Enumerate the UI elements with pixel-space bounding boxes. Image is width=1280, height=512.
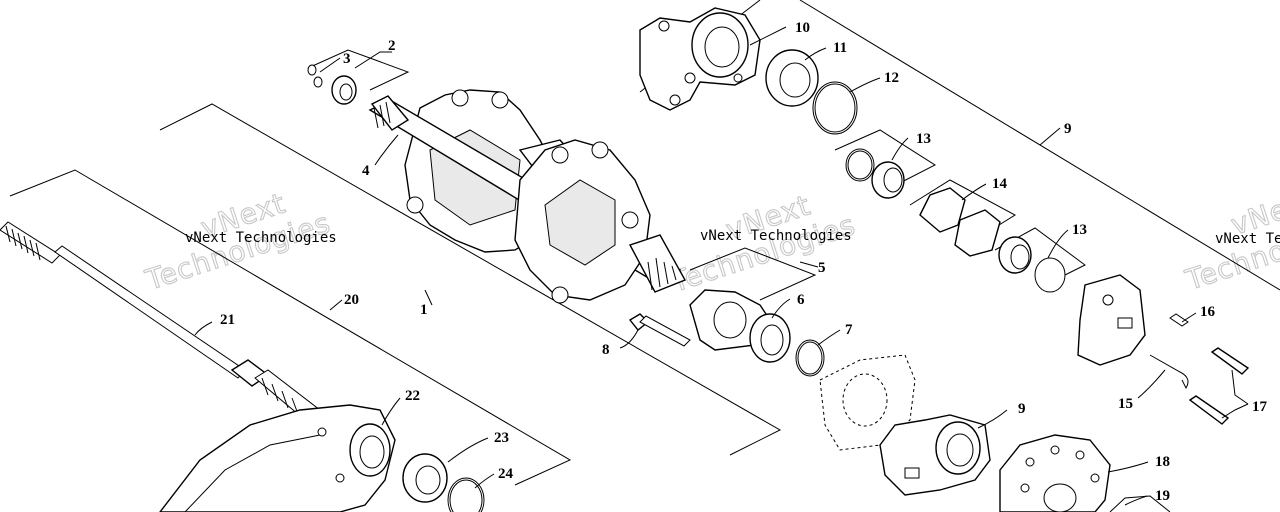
leader-lines (194, 26, 1249, 506)
watermark-center: vNext Technologies vNext Technologies (665, 188, 860, 300)
watermark-right: vNext Technologies vNext Technologies (1180, 183, 1280, 298)
callout-8: 8 (602, 342, 610, 358)
svg-text:vNext Technologies: vNext Technologies (700, 228, 852, 244)
brake-caliper-right (1077, 274, 1146, 366)
snap-ring-12 (812, 81, 858, 135)
callout-18: 18 (1155, 454, 1170, 470)
callout-22: 22 (405, 388, 420, 404)
callout-13-right: 13 (1072, 222, 1087, 238)
callout-9-bottom: 9 (1018, 401, 1026, 417)
long-drive-shaft (0, 221, 321, 421)
callout-10: 10 (795, 20, 810, 36)
callout-11: 11 (833, 40, 847, 56)
callout-numbers: 1 2 3 4 5 6 7 8 9 9 10 11 12 13 13 14 15… (220, 20, 1268, 504)
callout-7: 7 (845, 322, 853, 338)
callout-4: 4 (362, 163, 370, 179)
seal-6 (749, 313, 791, 363)
callout-3: 3 (343, 51, 351, 67)
chaincase-22 (159, 404, 396, 512)
svg-text:vNext Technologies: vNext Technologies (185, 230, 337, 246)
watermark-left: vNext Technologies vNext Technologies (140, 186, 337, 298)
callout-2: 2 (388, 38, 396, 54)
callout-5: 5 (818, 260, 826, 276)
callout-16: 16 (1200, 304, 1216, 320)
callout-6: 6 (797, 292, 805, 308)
fasteners-15-17 (1149, 313, 1250, 425)
callout-20: 20 (344, 292, 359, 308)
snap-ring-24 (447, 477, 485, 512)
brake-pads-14 (919, 187, 1001, 257)
callout-15: 15 (1118, 396, 1133, 412)
upper-bearing-housing (639, 7, 761, 111)
callout-1: 1 (420, 302, 428, 318)
spacer-13-right (998, 236, 1066, 293)
callout-21: 21 (220, 312, 235, 328)
svg-text:vNext Technologies: vNext Technologies (1215, 231, 1280, 247)
callout-12: 12 (884, 70, 899, 86)
callout-14: 14 (992, 176, 1008, 192)
callout-23: 23 (494, 430, 509, 446)
callout-24: 24 (498, 466, 514, 482)
callout-9-top: 9 (1064, 121, 1072, 137)
bearing-23 (402, 453, 448, 503)
end-cap-parts (307, 64, 357, 105)
lower-bearing-housing (879, 414, 991, 496)
snap-ring-7 (795, 339, 825, 377)
drive-sprocket-assembly (368, 89, 686, 304)
spacer-13-left (845, 148, 905, 199)
callout-17: 17 (1252, 399, 1268, 415)
gasket-dashed (819, 354, 916, 451)
callout-13-left: 13 (916, 131, 931, 147)
callout-19: 19 (1155, 488, 1170, 504)
part-19 (1109, 495, 1171, 512)
brake-disc-18 (999, 434, 1111, 512)
bearing-11 (765, 49, 819, 107)
bolt-8 (628, 313, 691, 347)
